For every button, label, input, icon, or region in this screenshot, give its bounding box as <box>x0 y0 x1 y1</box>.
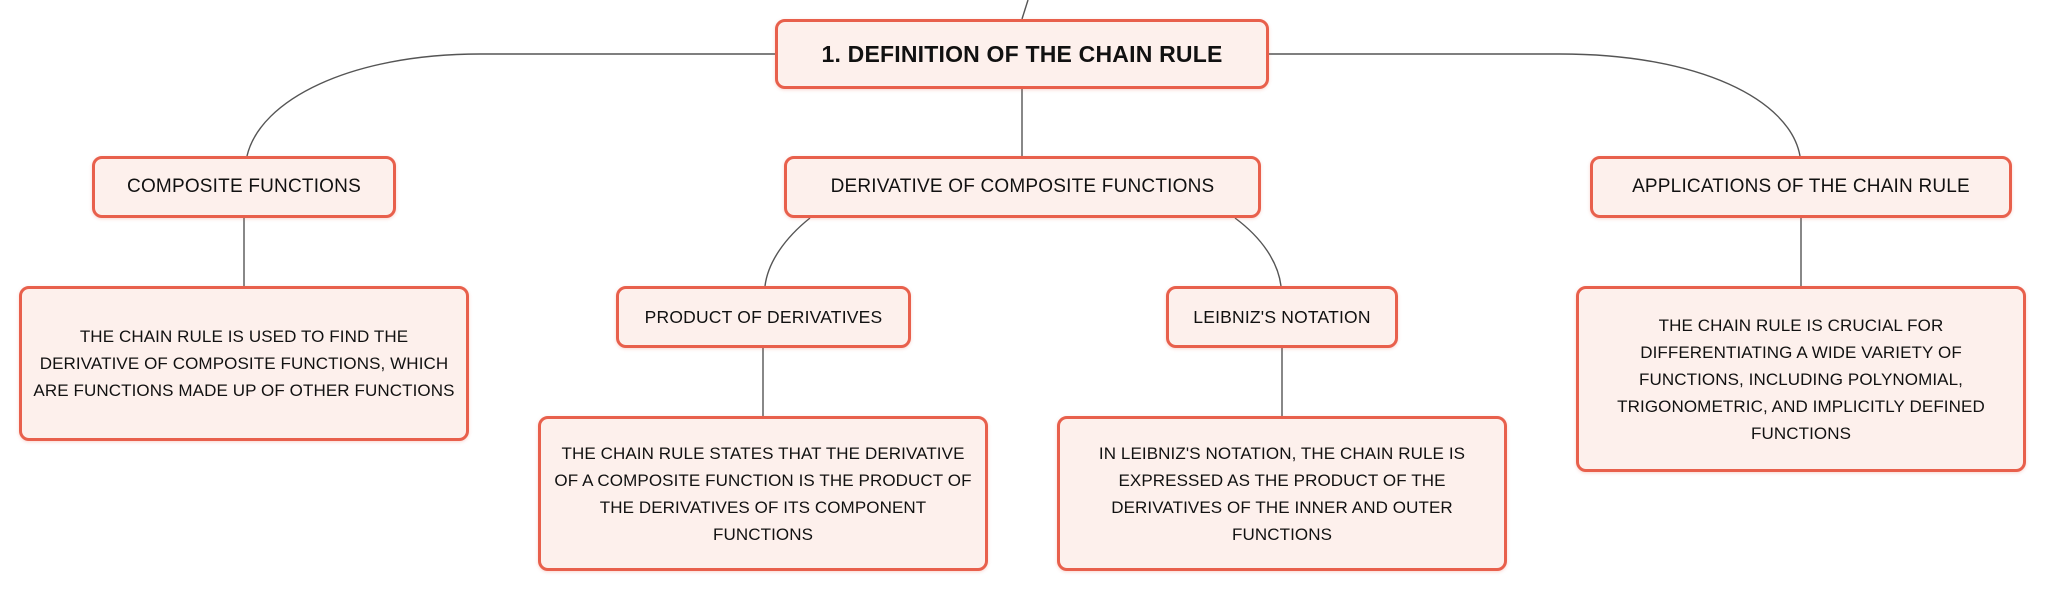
connector-parent-to-root <box>1021 0 1029 20</box>
detail-leibniz-text: IN LEIBNIZ'S NOTATION, THE CHAIN RULE IS… <box>1098 443 1466 544</box>
detail-product-text: THE CHAIN RULE STATES THAT THE DERIVATIV… <box>554 443 972 544</box>
root-node-label: 1. DEFINITION OF THE CHAIN RULE <box>821 40 1223 67</box>
detail-composite-functions[interactable]: THE CHAIN RULE IS USED TO FIND THE DERIV… <box>19 286 469 441</box>
connector-root-to-composite <box>246 53 775 157</box>
detail-composite-text: THE CHAIN RULE IS USED TO FIND THE DERIV… <box>33 327 455 400</box>
subtopic-leibniz-label: LEIBNIZ'S NOTATION <box>1193 306 1371 327</box>
detail-product-of-derivatives[interactable]: THE CHAIN RULE STATES THAT THE DERIVATIV… <box>538 416 988 571</box>
subtopic-product-of-derivatives[interactable]: PRODUCT OF DERIVATIVES <box>616 286 911 348</box>
connector-derivative-to-product <box>764 217 811 287</box>
connector-root-to-applications <box>1269 53 1801 157</box>
root-node[interactable]: 1. DEFINITION OF THE CHAIN RULE <box>775 19 1269 89</box>
topic-composite-functions[interactable]: COMPOSITE FUNCTIONS <box>92 156 396 218</box>
detail-leibniz-notation[interactable]: IN LEIBNIZ'S NOTATION, THE CHAIN RULE IS… <box>1057 416 1507 571</box>
detail-applications-text: THE CHAIN RULE IS CRUCIAL FOR DIFFERENTI… <box>1617 315 1985 443</box>
topic-derivative-of-composite-functions[interactable]: DERIVATIVE OF COMPOSITE FUNCTIONS <box>784 156 1261 218</box>
detail-applications[interactable]: THE CHAIN RULE IS CRUCIAL FOR DIFFERENTI… <box>1576 286 2026 472</box>
topic-applications-label: APPLICATIONS OF THE CHAIN RULE <box>1632 176 1970 197</box>
connector-derivative-to-leibniz <box>1234 217 1282 287</box>
subtopic-leibniz-notation[interactable]: LEIBNIZ'S NOTATION <box>1166 286 1398 348</box>
topic-applications-of-the-chain-rule[interactable]: APPLICATIONS OF THE CHAIN RULE <box>1590 156 2012 218</box>
subtopic-product-label: PRODUCT OF DERIVATIVES <box>644 306 883 327</box>
topic-composite-functions-label: COMPOSITE FUNCTIONS <box>127 176 361 197</box>
topic-derivative-label: DERIVATIVE OF COMPOSITE FUNCTIONS <box>830 176 1215 197</box>
